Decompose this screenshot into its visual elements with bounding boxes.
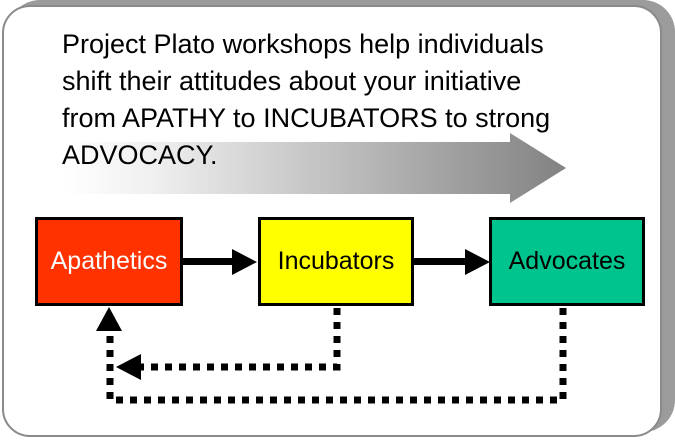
box-apathetics: Apathetics bbox=[35, 217, 183, 306]
box-incubators: Incubators bbox=[258, 217, 414, 306]
intro-line-4: ADVOCACY. bbox=[62, 140, 218, 170]
box-advocates: Advocates bbox=[489, 217, 645, 306]
arrowhead-right-icon bbox=[232, 249, 257, 275]
intro-text: Project Plato workshops help individuals… bbox=[62, 26, 602, 174]
arrow-apathetics-to-incubators bbox=[183, 258, 232, 265]
intro-line-2: shift their attitudes about your initiat… bbox=[62, 66, 522, 96]
box-advocates-label: Advocates bbox=[508, 247, 626, 275]
arrowhead-up-icon bbox=[96, 307, 122, 331]
box-incubators-label: Incubators bbox=[277, 247, 395, 275]
arrowhead-right-icon bbox=[465, 249, 490, 275]
advocates-feedback-line bbox=[106, 308, 567, 404]
arrow-incubators-to-advocates bbox=[414, 258, 465, 265]
box-apathetics-label: Apathetics bbox=[50, 247, 168, 275]
intro-line-1: Project Plato workshops help individuals bbox=[62, 29, 544, 59]
gradient-arrow-icon bbox=[65, 133, 566, 203]
intro-line-3: from APATHY to INCUBATORS to strong bbox=[62, 103, 551, 133]
incubators-feedback-line bbox=[141, 308, 341, 371]
arrowhead-left-icon bbox=[116, 354, 141, 380]
